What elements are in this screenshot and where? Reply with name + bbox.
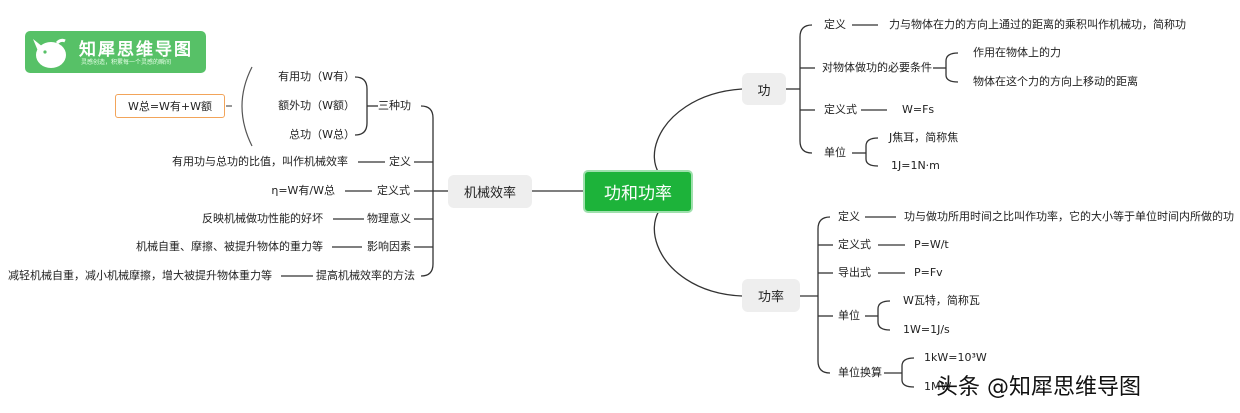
gong-formula[interactable]: W=Fs [902,103,935,116]
gonglv-derived-label[interactable]: 导出式 [838,266,871,279]
xiaolv-method-label[interactable]: 提高机械效率的方法 [316,269,415,282]
gong-cond-1[interactable]: 作用在物体上的力 [973,46,1061,59]
gong-unit-2[interactable]: 1J=1N·m [891,159,940,172]
gonglv-formula-label[interactable]: 定义式 [838,238,871,251]
gong-unit-label[interactable]: 单位 [824,146,846,159]
logo: 知犀思维导图 灵感创造，积累每一个灵感的瞬间 [25,31,206,73]
gonglv-conv-1[interactable]: 1kW=10³W [924,351,987,364]
xiaolv-meaning-text[interactable]: 反映机械做功性能的好坏 [202,212,323,225]
xiaolv-formula[interactable]: η=W有/W总 [271,184,335,197]
gonglv-conv-label[interactable]: 单位换算 [838,366,882,379]
gonglv-unit-label[interactable]: 单位 [838,309,860,322]
xiaolv-def-label[interactable]: 定义 [389,155,411,168]
xiaolv-three-label[interactable]: 三种功 [378,99,411,112]
gonglv-def-text[interactable]: 功与做功所用时间之比叫作功率，它的大小等于单位时间内所做的功 [904,210,1234,223]
gonglv-derived[interactable]: P=Fv [914,266,943,279]
xiaolv-factor-text[interactable]: 机械自重、摩擦、被提升物体的重力等 [136,240,323,253]
logo-subtitle: 灵感创造，积累每一个灵感的瞬间 [81,59,172,66]
gong-unit-1[interactable]: J焦耳，简称焦 [889,131,959,144]
xiaolv-w1[interactable]: 有用功（W有） [278,70,355,83]
gong-def-label[interactable]: 定义 [824,18,846,31]
gong-cond-label[interactable]: 对物体做功的必要条件 [822,61,932,74]
node-gonglv[interactable]: 功率 [742,279,800,312]
gonglv-formula[interactable]: P=W/t [914,238,949,251]
node-gong[interactable]: 功 [742,73,786,105]
xiaolv-w2[interactable]: 额外功（W额） [278,99,355,112]
gonglv-unit-2[interactable]: 1W=1J/s [903,323,950,336]
xiaolv-def-text[interactable]: 有用功与总功的比值，叫作机械效率 [172,155,348,168]
bracket-three-work [241,66,253,147]
gong-cond-2[interactable]: 物体在这个力的方向上移动的距离 [973,75,1138,88]
xiaolv-note[interactable]: W总=W有+W额 [115,94,225,118]
xiaolv-factor-label[interactable]: 影响因素 [367,240,411,253]
xiaolv-meaning-label[interactable]: 物理意义 [367,212,411,225]
logo-title: 知犀思维导图 [79,40,193,60]
gonglv-unit-1[interactable]: W瓦特，简称瓦 [903,294,980,307]
gong-formula-label[interactable]: 定义式 [824,103,857,116]
gong-def-text[interactable]: 力与物体在力的方向上通过的距离的乘积叫作机械功，简称功 [889,18,1186,31]
xiaolv-formula-label[interactable]: 定义式 [377,184,410,197]
gonglv-conv-2[interactable]: 1MW [924,380,952,393]
node-xiaolv[interactable]: 机械效率 [448,175,532,208]
root-node[interactable]: 功和功率 [583,170,693,213]
rhino-icon [33,38,66,68]
xiaolv-w3[interactable]: 总功（W总） [289,128,355,141]
watermark: 头条 @知犀思维导图 [936,375,1141,400]
xiaolv-method-text[interactable]: 减轻机械自重，减小机械摩擦，增大被提升物体重力等 [8,269,272,282]
gonglv-def-label[interactable]: 定义 [838,210,860,223]
